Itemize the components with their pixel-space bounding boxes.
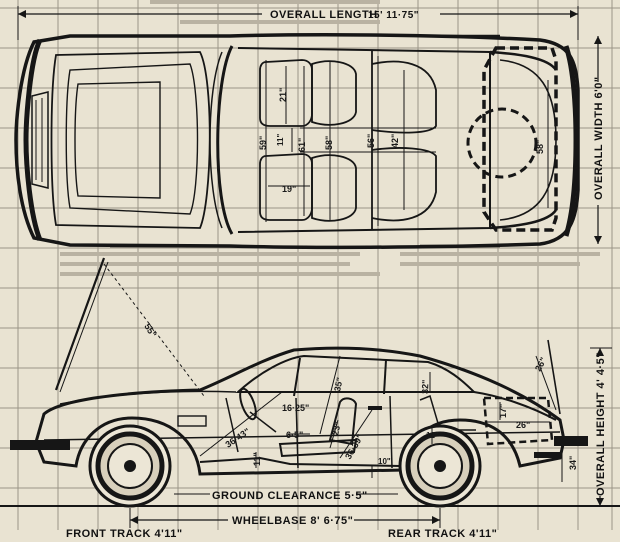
dim-58-boot: 58" — [535, 140, 545, 154]
dim-19: 19" — [282, 184, 296, 194]
rear-track-label: REAR TRACK 4'11" — [388, 528, 497, 540]
dim-56: 56" — [366, 134, 376, 148]
dim-17: 17" — [498, 404, 508, 418]
dim-32: 32" — [420, 379, 430, 394]
dim-35: 35" — [332, 376, 345, 392]
wheelbase-dimension — [129, 508, 441, 528]
front-track-label: FRONT TRACK 4'11" — [66, 528, 183, 540]
dim-26-tail: 26" — [516, 420, 530, 430]
wheelbase-label: WHEELBASE 8' 6·75" — [232, 515, 353, 527]
overall-width-dimension — [594, 36, 602, 244]
dim-6-5: 6·5" — [286, 430, 303, 440]
dim-11-side: 11" — [252, 452, 262, 466]
overall-length-label: OVERALL LENGTH — [270, 9, 378, 21]
side-dimension-arrows — [199, 355, 563, 482]
overall-height-dimension — [590, 347, 612, 506]
background-text-shadow — [60, 0, 600, 276]
overall-width-label: OVERALL WIDTH 6'0" — [593, 76, 605, 200]
ground-clearance-label: GROUND CLEARANCE 5·5" — [212, 490, 368, 502]
dim-42: 42" — [390, 134, 400, 148]
plan-dimension-arrows — [265, 56, 549, 226]
dim-16-25: 16·25" — [282, 403, 309, 413]
dim-59: 59" — [258, 136, 268, 150]
plan-dimension-labels: 21" 11" 61" 59" 58" 56" 42" 19" 58" — [258, 88, 545, 194]
dim-21: 21" — [278, 88, 288, 102]
dim-55: 55" — [142, 322, 158, 339]
dim-11: 11" — [276, 134, 285, 146]
dim-23: 23" — [330, 420, 343, 436]
overall-length-dimension — [17, 6, 579, 40]
plan-view-car — [14, 33, 580, 250]
dim-10: 10" — [378, 457, 391, 466]
dim-58-cabin: 58" — [324, 136, 334, 150]
side-view-car — [0, 257, 620, 508]
overall-height-label: OVERALL HEIGHT 4' 4·5" — [595, 352, 607, 496]
dim-36-39: 36·39" — [343, 432, 365, 461]
dim-61: 61" — [297, 138, 307, 152]
dim-26-boot: 26" — [533, 356, 549, 373]
dim-12: 12" — [426, 431, 439, 440]
overall-length-value: 15' 11·75" — [368, 10, 419, 21]
dim-34: 34" — [568, 456, 578, 470]
dim-36-43: 36·43" — [224, 426, 252, 450]
